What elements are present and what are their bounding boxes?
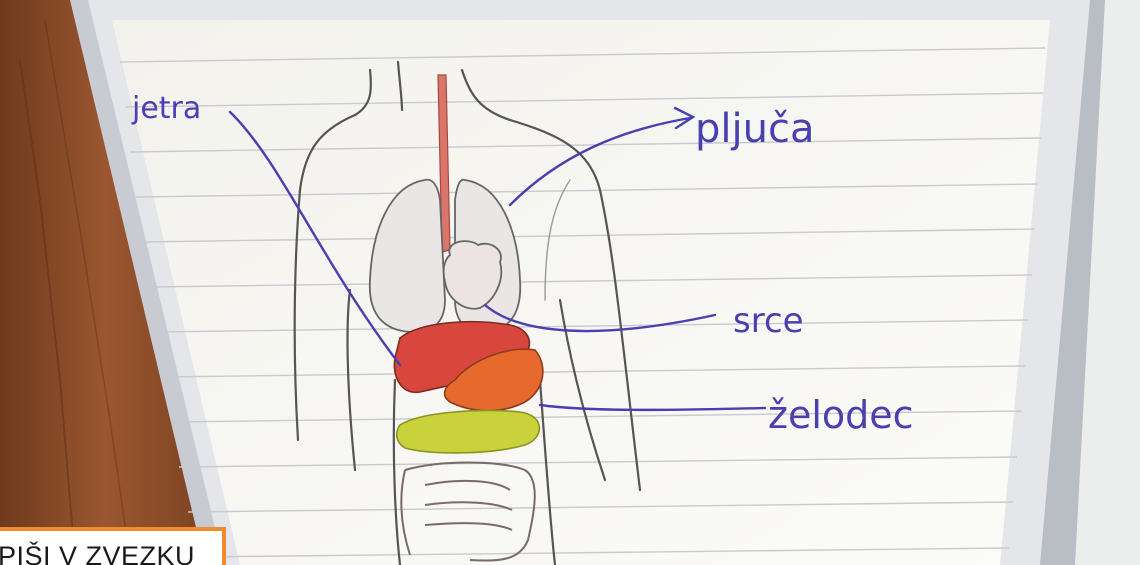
label-liver: jetra (131, 91, 201, 126)
caption-banner: PIŠI V ZVEZKU (0, 527, 226, 565)
paper-sheet (112, 20, 1050, 565)
label-stomach: želodec (768, 393, 914, 437)
caption-text: PIŠI V ZVEZKU (0, 541, 195, 565)
label-lungs: pljuča (695, 106, 814, 152)
intestine (397, 411, 540, 453)
label-heart: srce (733, 301, 804, 341)
